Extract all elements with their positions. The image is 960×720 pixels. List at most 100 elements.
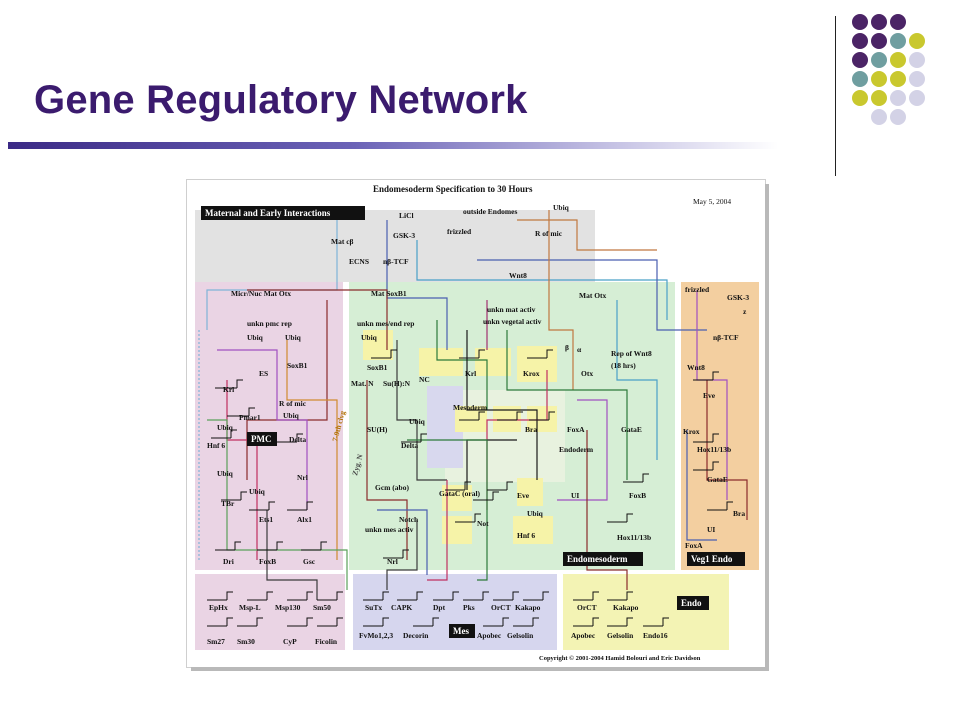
gene-label-apobec2: Apobec <box>571 631 596 640</box>
gene-label-kakapo1: Kakapo <box>515 603 541 612</box>
box-soxb1 <box>363 330 393 360</box>
box-otx <box>475 348 511 376</box>
gene-label-wnt8b: Wnt8 <box>687 363 705 372</box>
label-endoderm: Endoderm <box>559 445 594 454</box>
gene-label-ubiq5: Ubiq <box>217 469 234 478</box>
gene-glyphs <box>207 349 733 627</box>
box-rep-wnt8 <box>517 346 557 382</box>
label-box-mes <box>449 624 475 638</box>
gene-label-ubiq2: Ubiq <box>285 333 302 342</box>
theme-dot <box>852 71 868 87</box>
gene-label-tbr: TBr <box>221 499 235 508</box>
gene-label-dri: Dri <box>223 557 234 566</box>
gene-label-ui2: UI <box>707 525 715 534</box>
gene-label-krox2: Krox <box>683 427 700 436</box>
gene-label-ubiq8: Ubiq <box>409 417 426 426</box>
gene-label-capk: CAPK <box>391 603 412 612</box>
gene-label-gsk3b: GSK-3 <box>727 293 749 302</box>
region-veg1 <box>681 282 759 570</box>
gene-label-bra1: Bra <box>525 425 537 434</box>
box-krox <box>419 348 463 376</box>
theme-dot <box>871 71 887 87</box>
gene-label-unknveg: unkn vegetal activ <box>483 317 542 326</box>
gene-label-soxb1b: SoxB1 <box>367 363 388 372</box>
gene-label-mspl: Msp-L <box>239 603 261 612</box>
theme-dot <box>890 52 906 68</box>
gene-label-gatae1: GataE <box>621 425 642 434</box>
gene-label-hnf6b: Hnf 6 <box>517 531 535 540</box>
gene-label-eve1: Eve <box>517 491 530 500</box>
gene-label-frizzled2: frizzled <box>685 285 710 294</box>
label-box-maternal <box>201 206 365 220</box>
gene-label-gsk3: GSK-3 <box>393 231 415 240</box>
gene-label-es: ES <box>259 369 268 378</box>
gene-label-foxa2: FoxA <box>685 541 703 550</box>
gene-label-unknmes: unkn mes/end rep <box>357 319 414 328</box>
theme-dot <box>909 90 925 106</box>
gene-label-ubiq9: Ubiq <box>527 509 544 518</box>
theme-dot <box>890 14 906 30</box>
gene-label-hox2: Hox11/13b <box>697 445 731 454</box>
gene-label-eve2: Eve <box>703 391 716 400</box>
gene-label-msp130: Msp130 <box>275 603 301 612</box>
regulatory-links <box>198 210 748 600</box>
gene-label-ephx: EpHx <box>209 603 228 612</box>
gene-label-notch: Notch <box>399 515 419 524</box>
gene-label-gatac: GataC (oral) <box>439 489 481 498</box>
gene-label-ubiq3: Ubiq <box>217 423 234 432</box>
gene-label-foxb1: FoxB <box>259 557 276 566</box>
gene-label-ntcf2: nβ-TCF <box>713 333 739 342</box>
box-hox <box>513 516 553 544</box>
gene-label-outside: outside Endomes <box>463 207 517 216</box>
gene-label-hnf6: Hnf 6 <box>207 441 225 450</box>
gene-label-unknpmc: unkn pmc rep <box>247 319 292 328</box>
gene-label-krl1: Krl <box>223 385 234 394</box>
gene-label-unknmat: unkn mat activ <box>487 305 536 314</box>
gene-label-fvmo: FvMo1,2,3 <box>359 631 393 640</box>
gene-label-gsc: Gsc <box>303 557 316 566</box>
label-box-endomesoderm <box>563 552 643 566</box>
diagram-title: Endomesoderm Specification to 30 Hours <box>373 184 533 194</box>
gene-label-unknmesact: unkn mes activ <box>365 525 414 534</box>
gene-label-not: Not <box>477 519 489 528</box>
gene-label-pks: Pks <box>463 603 475 612</box>
network-svg: Maternal and Early Interactions PMC Meso… <box>195 184 759 662</box>
theme-dot <box>871 109 887 125</box>
gene-label-krl2: Krl <box>465 369 476 378</box>
gene-label-rofmic2: R of mic <box>279 399 307 408</box>
gene-label-orct1: OrCT <box>491 603 511 612</box>
gene-label-apobec1: Apobec <box>477 631 502 640</box>
label-maternal: Maternal and Early Interactions <box>205 208 331 218</box>
gene-label-foxb2: FoxB <box>629 491 646 500</box>
gene-label-gatae2: GataE <box>707 475 728 484</box>
gene-label-ubiq4: Ubiq <box>283 411 300 420</box>
theme-dot <box>871 90 887 106</box>
region-endo-bottom <box>563 574 729 650</box>
region-endoderm <box>445 390 565 482</box>
label-endo: Endo <box>681 598 702 608</box>
theme-dot <box>852 90 868 106</box>
gene-label-foxa1: FoxA <box>567 425 585 434</box>
region-pmc <box>195 282 343 570</box>
theme-dot <box>890 33 906 49</box>
theme-dot <box>890 109 906 125</box>
theme-dot <box>852 33 868 49</box>
gene-label-wnt8: Wnt8 <box>509 271 527 280</box>
region-pmc-bottom <box>195 574 345 650</box>
gene-label-beta: β <box>565 343 569 352</box>
label-endomesoderm: Endomesoderm <box>567 554 628 564</box>
gene-label-alpha: α <box>577 345 582 354</box>
gene-label-suhn: Su(H):N <box>383 379 411 388</box>
gene-label-decorin: Decorin <box>403 631 429 640</box>
theme-dot <box>909 71 925 87</box>
theme-dot <box>890 90 906 106</box>
gene-label-gelsolin2: Gelsolin <box>607 631 634 640</box>
gene-label-sm50: Sm50 <box>313 603 331 612</box>
gene-label-ntcf: nβ-TCF <box>383 257 409 266</box>
corner-divider-line <box>835 16 836 176</box>
gene-label-matcb: Mat cβ <box>331 237 354 246</box>
gene-label-z: z <box>743 307 747 316</box>
label-box-veg1 <box>687 552 745 566</box>
gene-label-nc: NC <box>419 375 430 384</box>
